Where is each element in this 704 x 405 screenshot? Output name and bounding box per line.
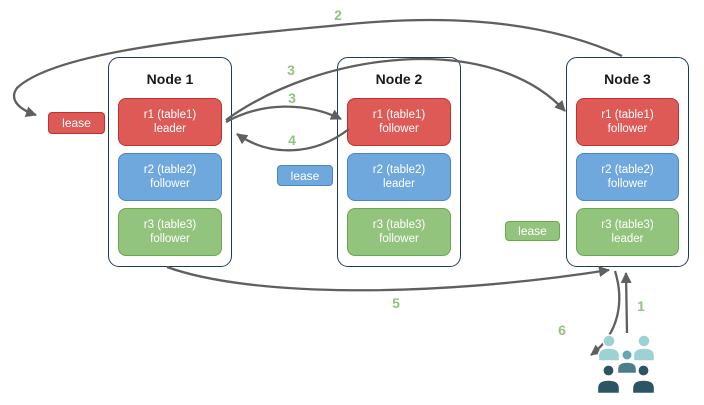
node-3-title: Node 3 <box>604 71 651 87</box>
replica-role-label: leader <box>383 178 415 190</box>
replica-range-label: r3 (table3) <box>601 219 654 231</box>
node-1-replica-r1: r1 (table1) leader <box>118 98 222 146</box>
replica-range-label: r2 (table2) <box>372 164 426 176</box>
replica-range-label: r1 (table1) <box>372 109 426 121</box>
node-3-replica-r1: r1 (table1) follower <box>576 98 679 146</box>
node-2-replica-r1: r1 (table1) follower <box>347 98 451 146</box>
replica-role-label: follower <box>607 123 648 135</box>
replica-role-label: leader <box>611 233 644 245</box>
replica-role-label: leader <box>154 123 186 135</box>
replica-range-label: r3 (table3) <box>143 219 197 231</box>
node-1: Node 1 r1 (table1) leader r2 (table2) fo… <box>108 57 232 267</box>
replica-range-label: r2 (table2) <box>143 164 197 176</box>
replica-range-label: r1 (table1) <box>601 109 654 121</box>
node-2-replica-r2: r2 (table2) leader <box>347 153 451 201</box>
replica-range-label: r1 (table1) <box>143 109 197 121</box>
node-2-title: Node 2 <box>375 71 423 87</box>
replica-range-label: r2 (table2) <box>601 164 654 176</box>
node-3-replica-r3: r3 (table3) leader <box>576 208 679 256</box>
replica-role-label: follower <box>379 123 419 135</box>
node-2-replica-r3: r3 (table3) follower <box>347 208 451 256</box>
node-3-replica-r2: r2 (table2) follower <box>576 153 679 201</box>
node-1-replica-r3: r3 (table3) follower <box>118 208 222 256</box>
replica-role-label: follower <box>379 233 419 245</box>
node-2: Node 2 r1 (table1) follower r2 (table2) … <box>337 57 461 267</box>
replica-range-label: r3 (table3) <box>372 219 426 231</box>
node-1-title: Node 1 <box>146 71 194 87</box>
replica-role-label: follower <box>607 178 648 190</box>
node-3: Node 3 r1 (table1) follower r2 (table2) … <box>566 57 689 267</box>
node-1-replica-r2: r2 (table2) follower <box>118 153 222 201</box>
replica-role-label: follower <box>150 178 190 190</box>
replica-role-label: follower <box>150 233 190 245</box>
